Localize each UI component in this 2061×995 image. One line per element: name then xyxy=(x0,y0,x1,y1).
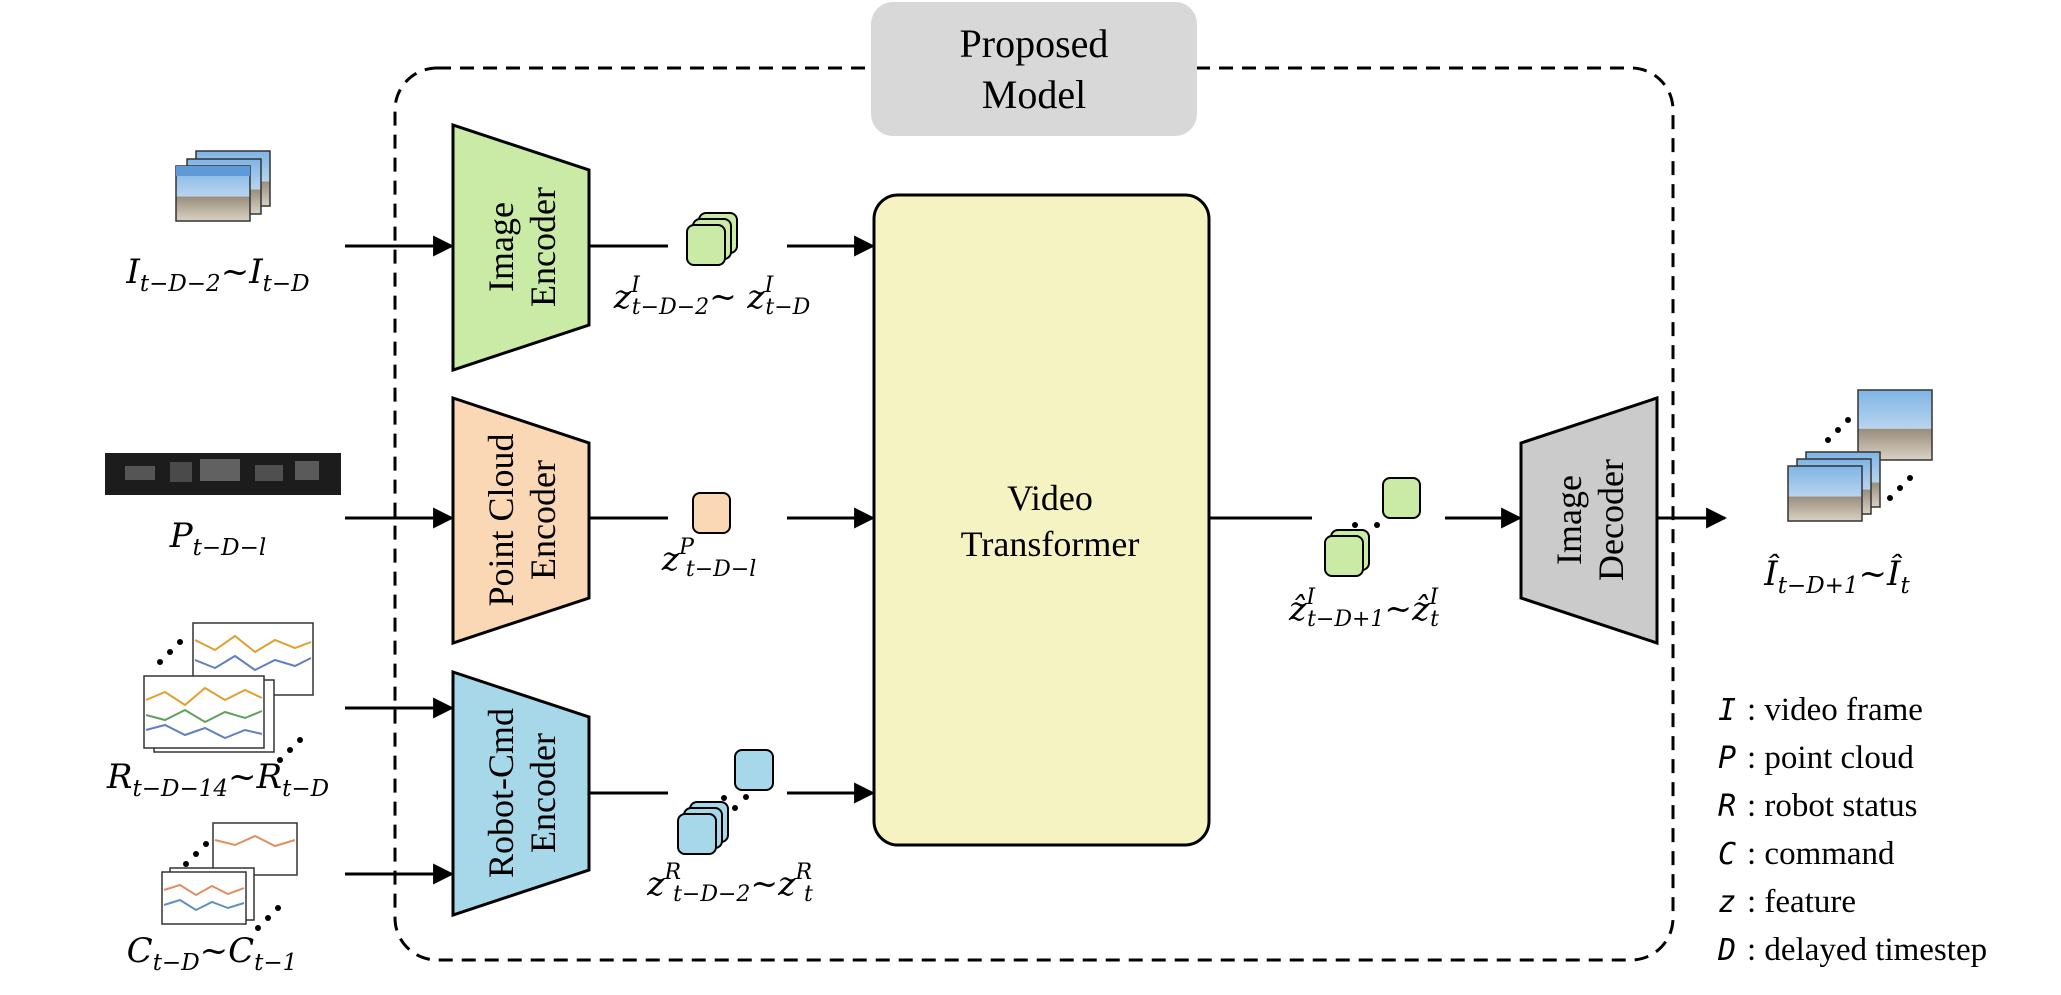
robot-cmd-encoder-block: Robot-CmdEncoder xyxy=(451,669,591,918)
command-dots xyxy=(183,841,281,931)
robot-status-input-label: Rt−D−14~Rt−D xyxy=(106,757,329,802)
proposed-model-label-line1: Proposed xyxy=(960,21,1109,66)
predicted-frames-thumbnail xyxy=(1787,389,1933,522)
image-encoder-label: ImageEncoder xyxy=(481,187,563,307)
legend-text-d: : delayed timestep xyxy=(1747,932,1987,968)
image-decoder-block: ImageDecoder xyxy=(1519,395,1659,646)
image-encoder-block: ImageEncoder xyxy=(451,122,591,373)
output-frames-label: Ît−D+1~Ît xyxy=(1763,553,1910,599)
legend-text-r: : robot status xyxy=(1747,788,1918,824)
legend-symbol-r: R xyxy=(1718,789,1736,824)
point-cloud-thumbnail xyxy=(105,453,341,495)
image-decoder-label: ImageDecoder xyxy=(1549,459,1631,581)
legend-symbol-p: P xyxy=(1718,741,1736,776)
legend-text-c: : command xyxy=(1747,836,1895,872)
video-transformer-label-line1: Video xyxy=(1007,478,1093,518)
image-input-label: It−D−2~It−D xyxy=(125,252,309,297)
video-transformer-label-line2: Transformer xyxy=(961,524,1140,564)
legend-text-z: : feature xyxy=(1747,884,1856,920)
video-transformer-block: Video Transformer xyxy=(872,193,1211,847)
proposed-model-label-line2: Model xyxy=(982,72,1086,117)
command-input-label: Ct−D~Ct−1 xyxy=(127,931,298,976)
robot-cmd-encoder-label: Robot-CmdEncoder xyxy=(481,708,563,878)
image-feature-tokens xyxy=(686,212,738,266)
legend-text-p: : point cloud xyxy=(1747,740,1914,776)
legend-symbol-i: I xyxy=(1718,693,1736,728)
robot-status-dots xyxy=(157,639,303,763)
robot-status-plot-thumbnail xyxy=(143,622,314,753)
legend-symbol-z: z xyxy=(1718,885,1736,920)
point-cloud-input-label: Pt−D−l xyxy=(169,516,266,561)
video-frames-thumbnail xyxy=(175,150,271,222)
point-cloud-feature-token xyxy=(692,492,731,534)
proposed-model-container xyxy=(393,66,1675,962)
robot-feature-tokens xyxy=(677,749,774,855)
predicted-feature-tokens xyxy=(1324,477,1421,577)
proposed-model-label-box xyxy=(871,2,1197,136)
legend-symbol-c: C xyxy=(1718,837,1736,872)
point-cloud-encoder-label: Point CloudEncoder xyxy=(481,433,563,606)
legend: I : video frame P : point cloud R : robo… xyxy=(1717,692,1987,968)
point-cloud-encoder-block: Point CloudEncoder xyxy=(451,395,591,646)
legend-text-i: : video frame xyxy=(1747,692,1923,728)
command-plot-thumbnail xyxy=(161,822,298,925)
legend-symbol-d: D xyxy=(1717,933,1736,968)
